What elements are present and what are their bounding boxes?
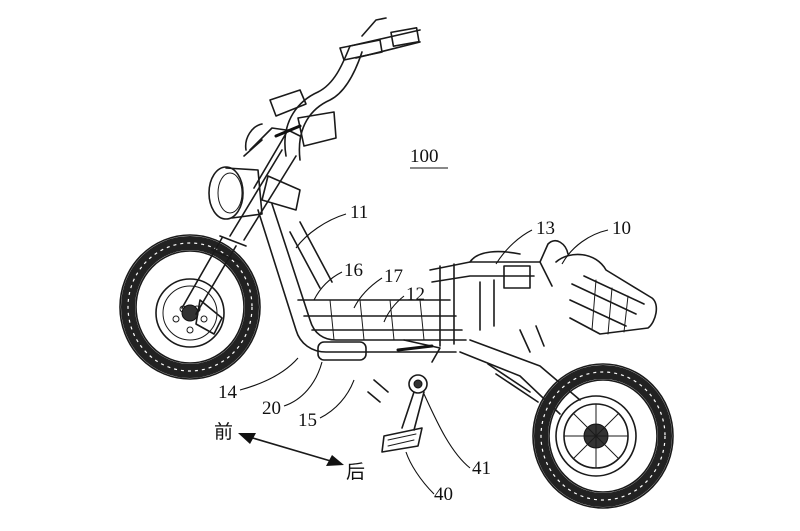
label-13: 13: [536, 218, 555, 239]
main-frame: [257, 203, 658, 453]
ref-100: 100: [410, 146, 439, 167]
direction-front-label: 前: [214, 421, 233, 443]
label-17: 17: [384, 266, 403, 287]
leader-16: [313, 271, 343, 301]
leader-41: [423, 393, 471, 469]
direction-arrow-line: [245, 435, 335, 463]
front-wheel: [119, 234, 261, 380]
label-10: 10: [612, 218, 631, 239]
direction-indicator: 前 后: [214, 421, 365, 483]
leader-13: [495, 229, 533, 265]
label-40: 40: [434, 484, 453, 505]
front-fork-steering: [181, 17, 421, 315]
leader-17: [353, 277, 383, 309]
label-41: 41: [472, 458, 491, 479]
label-12: 12: [406, 284, 425, 305]
leader-40: [405, 451, 435, 495]
rear-wheel: [532, 363, 674, 509]
leader-10: [561, 229, 609, 265]
leader-12: [383, 295, 405, 323]
leader-20: [283, 361, 323, 407]
leader-11: [295, 213, 347, 249]
direction-rear-label: 后: [346, 461, 365, 483]
label-16: 16: [344, 260, 363, 281]
leader-14: [239, 357, 299, 391]
arrow-head-front: [238, 433, 256, 444]
arrow-head-rear: [326, 455, 344, 466]
label-20: 20: [262, 398, 281, 419]
label-11: 11: [350, 202, 368, 223]
label-14: 14: [218, 382, 238, 403]
leader-15: [319, 379, 355, 419]
label-15: 15: [298, 410, 317, 431]
